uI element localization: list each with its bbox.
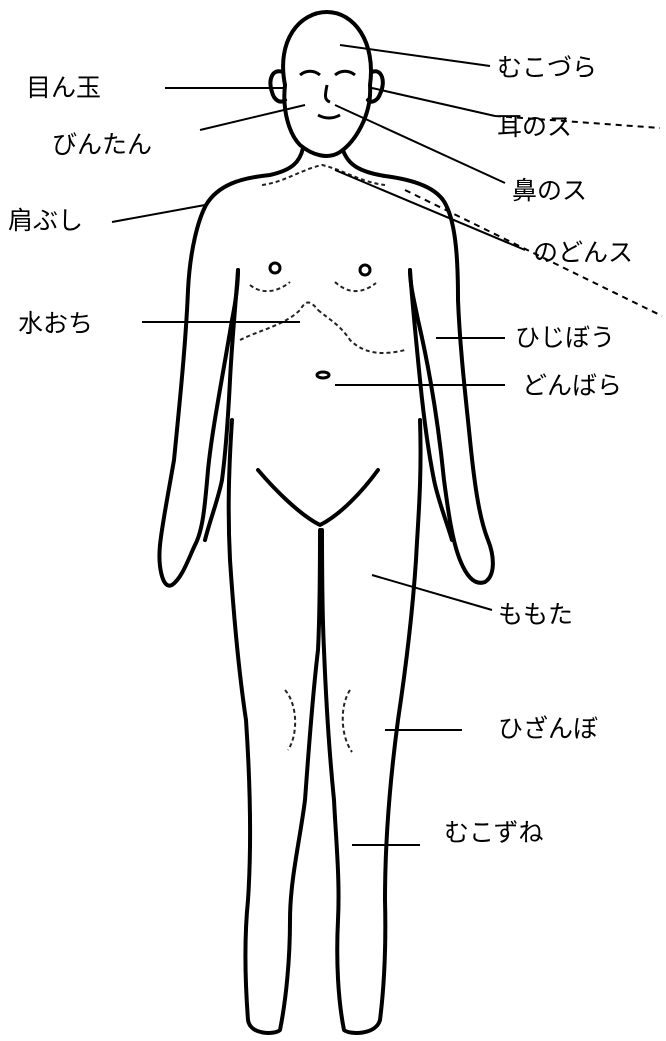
label-bintan: びんたん — [52, 132, 152, 157]
right-rib-line — [318, 310, 405, 353]
left-inner-arm — [205, 270, 238, 540]
label-hijibou: ひじぼう — [515, 325, 615, 350]
leader-katabushi — [112, 205, 205, 222]
collar-line — [262, 165, 385, 185]
right-breast-line — [335, 282, 376, 291]
right-eye — [335, 71, 355, 75]
left-leg-outline — [229, 420, 320, 1033]
nose — [325, 85, 330, 102]
head-outline — [283, 12, 371, 156]
mouth — [318, 115, 340, 118]
leader-mimi-no-su-solid — [372, 88, 495, 116]
leader-nodon-su-solid — [335, 170, 525, 250]
label-momota: ももた — [498, 602, 573, 627]
right-nipple — [360, 265, 370, 275]
navel — [317, 372, 329, 378]
label-medama: 目ん玉 — [26, 75, 101, 100]
right-knee-line — [343, 690, 352, 752]
label-nodon-su: のどんス — [533, 240, 633, 265]
label-katabushi: 肩ぶし — [8, 208, 83, 233]
left-knee-line — [285, 690, 295, 750]
leader-mukozura — [340, 45, 490, 66]
left-nipple — [270, 263, 280, 273]
pelvis-line — [258, 470, 378, 525]
left-eye — [300, 71, 320, 75]
label-hana-no-su: 鼻のス — [512, 178, 587, 203]
label-mizuochi: 水おち — [18, 311, 93, 336]
left-breast-line — [250, 282, 290, 291]
label-mukozura: むこづら — [497, 55, 597, 80]
label-mimi-no-su: 耳のス — [497, 114, 572, 139]
label-donbara: どんばら — [522, 373, 622, 398]
label-hizanbo: ひざんぼ — [498, 716, 598, 741]
label-mukozune: むこずね — [444, 820, 544, 845]
